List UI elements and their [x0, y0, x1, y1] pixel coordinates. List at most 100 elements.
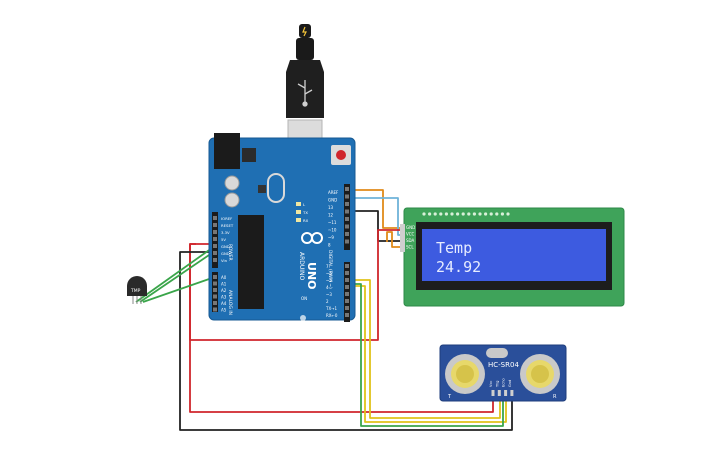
analog-pin-label-0: A0: [221, 275, 227, 280]
ultrasonic-left-mark: T: [447, 394, 452, 400]
ultrasonic-pin-3[interactable]: [510, 390, 514, 396]
header-pin-top-4[interactable]: [345, 217, 349, 221]
lcd-header-pin: [422, 212, 426, 216]
usb-icon: [297, 80, 313, 107]
wire-lcd-gnd[interactable]: [347, 189, 404, 229]
header-pin-bottom-7[interactable]: [345, 313, 349, 317]
ultrasonic-pin-1[interactable]: [497, 390, 501, 396]
header-pin-bottom-6[interactable]: [345, 306, 349, 310]
arduino-logo-icon: [301, 232, 323, 244]
board-led-label-2: RX: [303, 218, 309, 223]
lcd-header-pin: [478, 212, 482, 216]
pin-label-1: GND: [328, 198, 337, 203]
power-pin-label-0: IOREF: [221, 216, 232, 221]
wire-lcd-scl[interactable]: [386, 231, 404, 248]
header-pin-top-0[interactable]: [345, 187, 349, 191]
ultrasonic-pin-2[interactable]: [504, 390, 508, 396]
power-pin-1[interactable]: [213, 223, 217, 227]
analog-pin-label-5: A5: [221, 308, 227, 313]
analog-pin-label-1: A1: [221, 282, 227, 287]
wire-green-tmp-b[interactable]: [139, 252, 213, 303]
analog-pin-1[interactable]: [213, 281, 217, 286]
lcd-line-1: Temp: [436, 239, 472, 257]
header-pin-bottom-4[interactable]: [345, 292, 349, 296]
power-pin-label-2: 3.3V: [221, 230, 230, 235]
pin-label-4: ~11: [328, 220, 337, 225]
power-pin-label-5: GND: [221, 251, 230, 256]
board-led-1[interactable]: [296, 210, 301, 214]
lcd-pin-label-2: SDA: [406, 238, 415, 243]
power-pin-0[interactable]: [213, 216, 217, 220]
power-pin-label-4: GND: [221, 244, 230, 249]
pin-label-2: 13: [328, 205, 334, 210]
arduino-model-label: UNO: [305, 262, 318, 290]
lcd-header-pin: [439, 212, 443, 216]
pin-label-7: 8: [328, 243, 331, 248]
pin-label-bottom-4: ~3: [326, 292, 332, 297]
analog-pin-3[interactable]: [213, 294, 217, 299]
power-pin-2[interactable]: [213, 230, 217, 234]
analog-pin-0[interactable]: [213, 275, 217, 279]
header-pin-top-6[interactable]: [345, 232, 349, 236]
ultrasonic-model-label: HC-SR04: [488, 361, 519, 369]
header-pin-bottom-3[interactable]: [345, 285, 349, 289]
pin-label-bottom-3: 4: [326, 285, 329, 290]
wire-lcd-sda[interactable]: [347, 210, 404, 242]
header-pin-top-7[interactable]: [345, 239, 349, 244]
ultrasonic-pin-label-2: Echo: [502, 378, 506, 387]
power-pin-label-3: 5V: [221, 237, 226, 242]
power-pin-5[interactable]: [213, 251, 217, 255]
pin-label-5: ~10: [328, 228, 337, 233]
board-led-2[interactable]: [296, 218, 301, 222]
ultrasonic-pin-0[interactable]: [491, 390, 495, 396]
wire-black-gnd[interactable]: [179, 251, 513, 431]
power-pin-3[interactable]: [213, 237, 217, 241]
wire-green-tmp-a[interactable]: [135, 247, 213, 303]
header-pin-bottom-5[interactable]: [345, 299, 349, 303]
wire-green-tmp-c[interactable]: [142, 277, 213, 303]
receiver-icon: [520, 354, 560, 394]
header-pin-top-3[interactable]: [345, 209, 349, 214]
analog-pin-label-2: A2: [221, 288, 227, 293]
lcd-header-pin: [450, 212, 454, 216]
wire-yellow-trig[interactable]: [347, 279, 501, 419]
wire-red-5v-sensor[interactable]: [189, 243, 494, 413]
power-pin-4[interactable]: [213, 244, 217, 248]
pin-label-0: AREF: [328, 190, 339, 195]
header-pin-bottom-1[interactable]: [345, 271, 349, 275]
lcd-header-pin: [484, 212, 488, 216]
header-pin-top-2[interactable]: [345, 202, 349, 206]
wire-green-trig[interactable]: [347, 283, 504, 427]
header-pin-top-1[interactable]: [345, 194, 349, 199]
lcd-header-pin: [495, 212, 499, 216]
wire-yellow-echo[interactable]: [347, 285, 507, 423]
header-pin-bottom-2[interactable]: [345, 278, 349, 282]
analog-pin-2[interactable]: [213, 288, 217, 292]
ultrasonic-right-mark: R: [553, 394, 557, 400]
power-header-label: POWER: [227, 244, 233, 261]
analog-pin-label-3: A3: [221, 295, 227, 300]
lcd-pin-label-0: GND: [406, 225, 415, 230]
arduino-uno-board[interactable]: ARDUINO UNO DIGITAL (PWM ~) POWER ANALOG…: [208, 133, 356, 322]
lcd-pin-label-1: VCC: [406, 232, 415, 237]
lcd-header-pin: [500, 212, 504, 216]
board-led-0[interactable]: [296, 202, 301, 206]
ultrasonic-pin-label-0: Vcc: [489, 381, 493, 387]
ultrasonic-pin-label-3: Gnd: [508, 380, 512, 387]
power-pin-6[interactable]: [213, 258, 217, 262]
arduino-brand-label: ARDUINO: [298, 252, 305, 281]
analog-pin-5[interactable]: [213, 307, 217, 312]
header-pin-bottom-0[interactable]: [345, 264, 349, 268]
temperature-sensor[interactable]: TMP: [127, 276, 147, 304]
lcd-pin-label-3: SCL: [406, 245, 414, 250]
header-pin-top-5[interactable]: [345, 224, 349, 229]
digital-header-label: DIGITAL (PWM ~): [327, 250, 333, 289]
analog-pin-4[interactable]: [213, 301, 217, 305]
pin-label-3: 12: [328, 213, 334, 218]
